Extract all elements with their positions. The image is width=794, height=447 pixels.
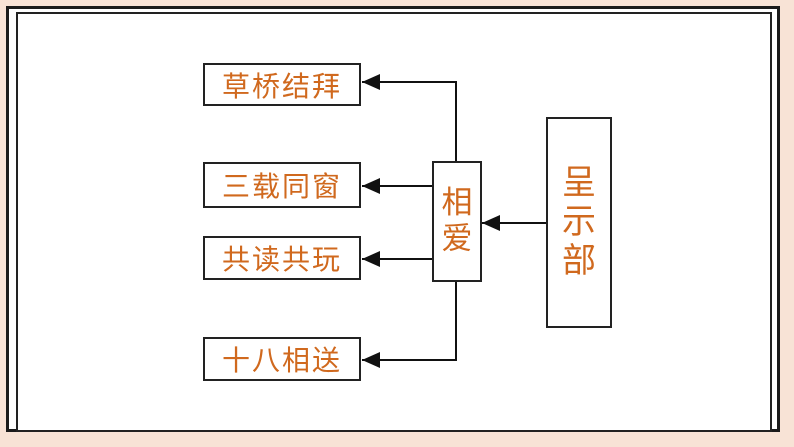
middle-char-1: 相 [441,184,473,221]
target-box-4: 十八相送 [203,337,361,381]
target-label-3: 共读共玩 [221,243,342,276]
source-box: 呈 示 部 [546,117,612,328]
target-label-2: 三载同窗 [221,170,342,203]
target-label-4: 十八相送 [221,344,342,377]
target-box-2: 三载同窗 [203,162,361,208]
target-box-1: 草桥结拜 [203,63,361,106]
source-char-3: 部 [562,241,596,282]
source-char-2: 示 [562,201,596,242]
middle-box: 相 爱 [432,161,482,282]
target-label-1: 草桥结拜 [221,69,342,103]
source-char-1: 呈 [562,162,596,203]
slide-inner-frame [16,12,772,432]
middle-char-2: 爱 [441,220,473,257]
target-box-3: 共读共玩 [203,236,361,280]
